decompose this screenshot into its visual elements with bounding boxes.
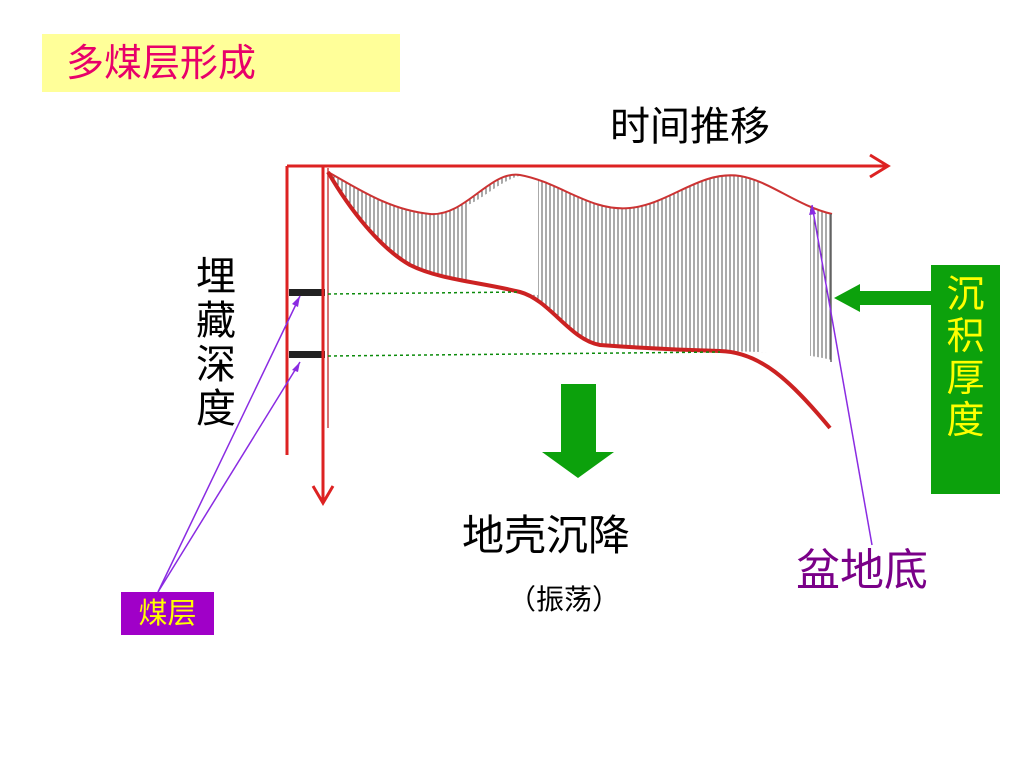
time-axis-label: 时间推移 (610, 104, 770, 150)
sedimentation-surface-curve (327, 171, 833, 216)
coal-seam-line-upper (327, 291, 521, 295)
crustal-subsidence-label: 地壳沉降 (462, 511, 631, 560)
coal-seam-marker-upper (289, 289, 325, 296)
basin-floor-curve (326, 170, 832, 430)
green-arrow-left-icon (834, 284, 931, 312)
leader-arrowhead-upper (292, 296, 300, 307)
arrow-down-icon (311, 485, 335, 506)
green-arrow-down-icon (542, 384, 614, 478)
coal-seam-label: 煤层 (138, 596, 197, 630)
oscillation-label: （振荡） (508, 583, 621, 616)
page-title: 多煤层形成 (66, 41, 257, 85)
sediment-thickness-label: 沉积厚度 (946, 272, 985, 442)
coal-seam-box (121, 592, 214, 635)
title-background (42, 34, 400, 92)
sediment-gap-1 (468, 174, 538, 295)
sediment-thickness-box (931, 265, 1000, 494)
basin-floor-label: 盆地底 (796, 545, 928, 596)
basin-leader-arrowhead (809, 205, 816, 215)
sediment-gap-2 (760, 178, 810, 356)
basin-leader-line (811, 204, 873, 546)
coal-leader-line-upper (157, 295, 301, 593)
depth-axis-label: 埋藏深度 (196, 254, 236, 432)
coal-seam-marker-lower (289, 351, 325, 358)
arrow-right-icon (869, 153, 891, 179)
leader-arrowhead-lower (292, 362, 300, 372)
coal-seam-line-lower (327, 351, 721, 357)
coal-leader-line-lower (157, 361, 301, 593)
